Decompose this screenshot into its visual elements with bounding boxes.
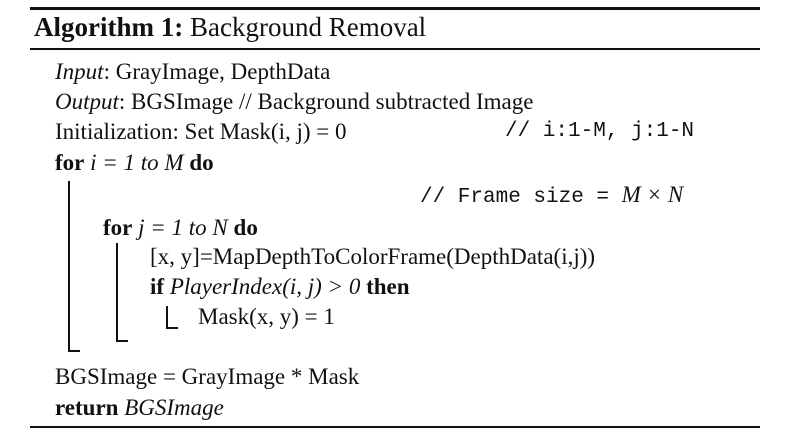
for-i-block-bar [68,181,70,351]
return-keyword: return [55,395,119,420]
algorithm-number: Algorithm 1: [34,12,184,42]
bgs-image-line: BGSImage = GrayImage * Mask [55,364,360,389]
top-rule [30,7,760,10]
bottom-rule [30,426,760,428]
if-keyword: if [150,274,165,299]
for-j-keyword: for [103,215,133,240]
for-j-block-bar [116,243,118,341]
frame-comment-math: M × N [621,182,684,207]
input-line: Input: GrayImage, DepthData [55,58,330,86]
frame-size-comment: // Frame size = M × N [420,181,683,212]
for-i-range: i = 1 to M [90,150,184,175]
init-line: Initialization: Set Mask(i, j) = 0 [55,119,347,144]
output-label: Output [55,89,119,114]
if-line: if PlayerIndex(i, j) > 0 then [150,273,410,301]
for-i-block-foot [68,350,80,352]
if-condition: PlayerIndex(i, j) > 0 [169,274,361,299]
return-line: return BGSImage [55,394,224,422]
if-block-foot [166,327,178,329]
then-keyword: then [366,274,410,299]
if-block-bar [166,306,168,328]
for-i-line: for i = 1 to M do [55,149,214,177]
for-j-range: j = 1 to N [138,215,228,240]
for-j-do: do [233,215,258,240]
map-depth-line: [x, y]=MapDepthToColorFrame(DepthData(i,… [150,244,596,269]
for-j-block-foot [116,340,128,342]
header-rule [30,48,760,50]
output-line: Output: BGSImage // Background subtracte… [55,88,533,116]
algorithm-name: Background Removal [189,12,427,42]
mask-assign-line: Mask(x, y) = 1 [198,304,335,329]
init-comment: // i:1-M, j:1-N [505,120,695,143]
algorithm-title: Algorithm 1: Background Removal [34,12,426,43]
for-j-line: for j = 1 to N do [103,214,258,242]
input-value: : GrayImage, DepthData [103,59,331,84]
for-i-keyword: for [55,150,85,175]
return-value: BGSImage [124,395,224,420]
for-i-do: do [189,150,214,175]
output-value: : BGSImage // Background subtracted Imag… [118,89,534,114]
frame-comment-text: // Frame size = [420,186,622,209]
input-label: Input [55,59,104,84]
